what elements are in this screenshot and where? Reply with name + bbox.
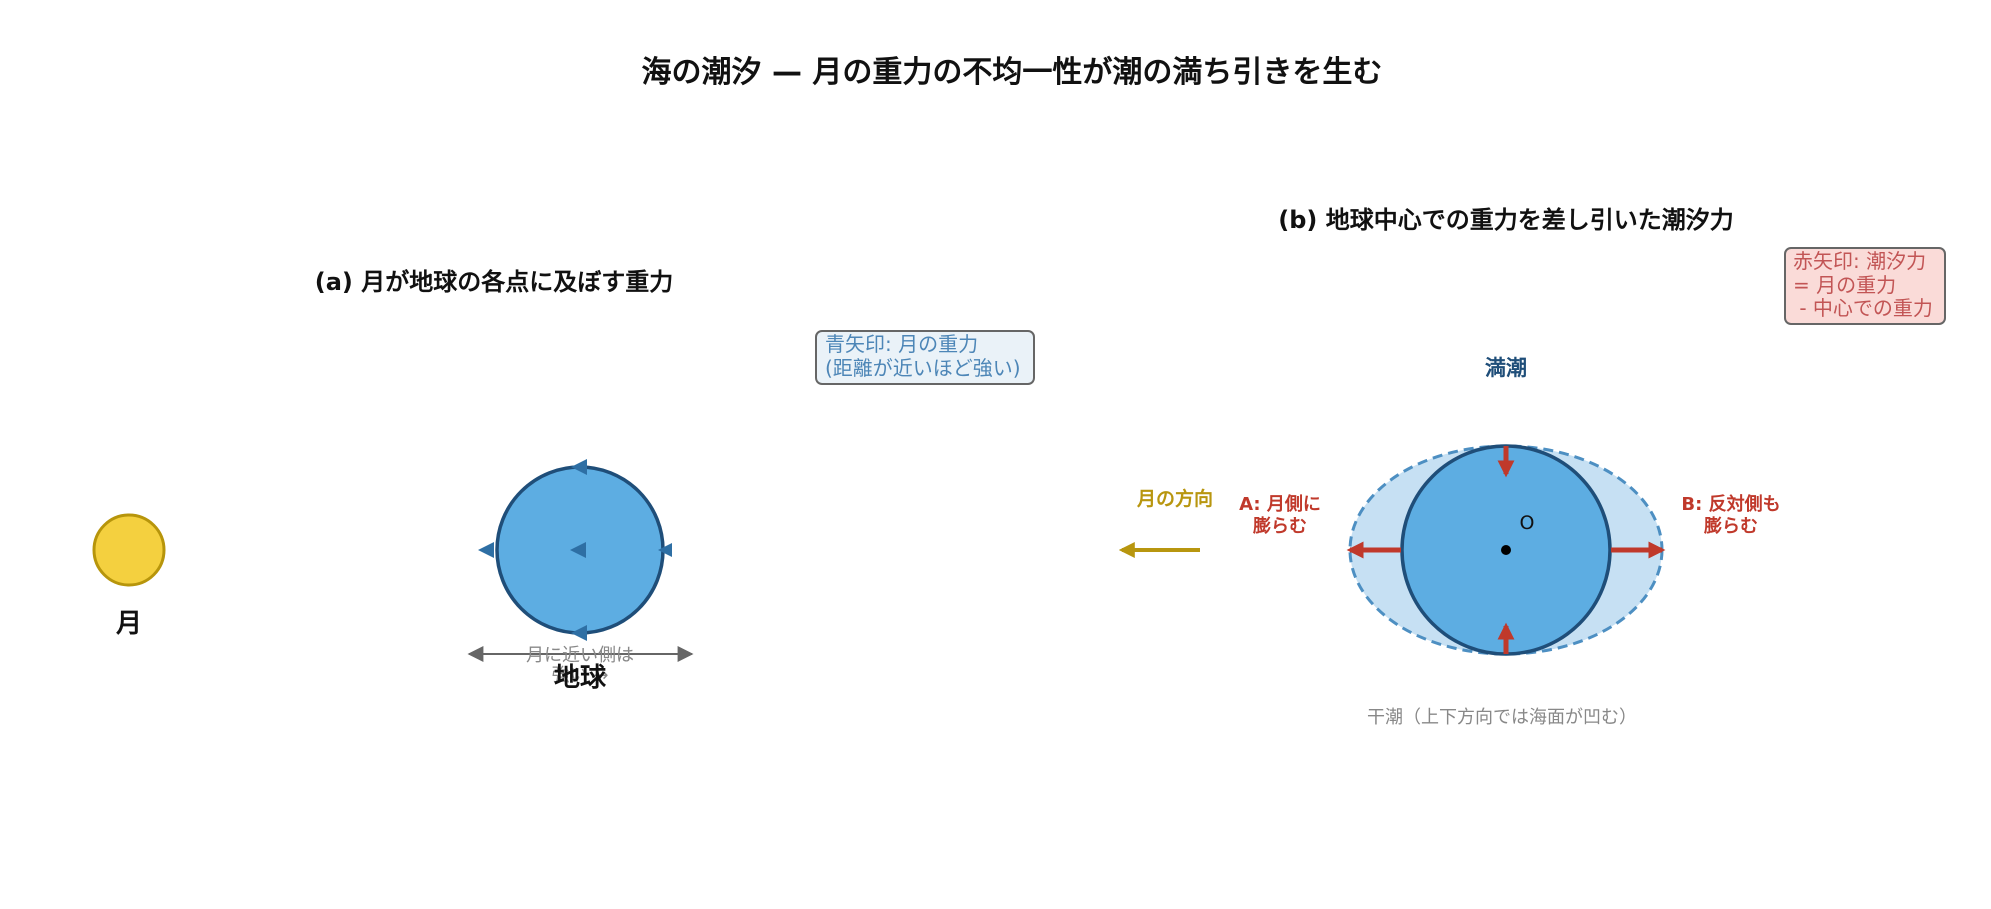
panel-a-legend-line-1: 青矢印: 月の重力	[825, 332, 978, 356]
moon	[92, 513, 166, 587]
earth-center-dot	[1501, 545, 1511, 555]
panel-a-legend-line-2: (距離が近いほど強い)	[825, 356, 1021, 380]
gravity-arrow-center	[570, 542, 586, 558]
panel-b-legend: 赤矢印: 潮汐力 = 月の重力 - 中心での重力	[1784, 247, 1946, 325]
moon-label: 月	[115, 609, 142, 639]
panel-a-legend: 青矢印: 月の重力 (距離が近いほど強い)	[815, 330, 1035, 385]
earth-label: 地球	[554, 663, 607, 693]
panel-b: (b) 地球中心での重力を差し引いた潮汐力 赤矢印: 潮汐力 = 月の重力 - …	[1118, 206, 1946, 728]
panel-b-legend-line-2: = 月の重力	[1793, 273, 1896, 297]
panel-b-legend-line-1: 赤矢印: 潮汐力	[1793, 249, 1926, 273]
panel-b-legend-line-3: - 中心での重力	[1793, 296, 1933, 320]
gravity-arrow-right	[658, 543, 672, 557]
gravity-arrow-bottom	[571, 625, 587, 641]
panel-a: (a) 月が地球の各点に及ぼす重力 青矢印: 月の重力 (距離が近いほど強い) …	[92, 268, 1035, 693]
moon-direction-label: 月の方向	[1136, 487, 1213, 510]
bulge-a-label-line-2: 膨らむ	[1252, 515, 1307, 537]
gravity-arrow-top	[571, 459, 587, 475]
bulge-a-label-line-1: A: 月側に	[1239, 493, 1321, 515]
low-tide-label: 干潮（上下方向では海面が凹む）	[1367, 707, 1637, 728]
main-title: 海の潮汐 — 月の重力の不均一性が潮の満ち引きを生む	[642, 55, 1383, 90]
high-tide-label: 満潮	[1485, 356, 1527, 380]
earth-center-label: O	[1520, 512, 1535, 534]
panel-a-title: (a) 月が地球の各点に及ぼす重力	[315, 268, 674, 296]
panel-b-title: (b) 地球中心での重力を差し引いた潮汐力	[1278, 206, 1733, 234]
panel-a-legend-box	[815, 330, 1035, 385]
panel-b-legend-box	[1784, 247, 1946, 325]
bulge-b-label-line-1: B: 反対側も	[1681, 493, 1780, 515]
bulge-b-label-line-2: 膨らむ	[1703, 515, 1758, 537]
near-side-note-line-2: 強い →	[552, 665, 609, 686]
near-side-note-line-1: 月に近い側は	[526, 645, 634, 666]
gravity-arrow-left	[478, 542, 494, 558]
